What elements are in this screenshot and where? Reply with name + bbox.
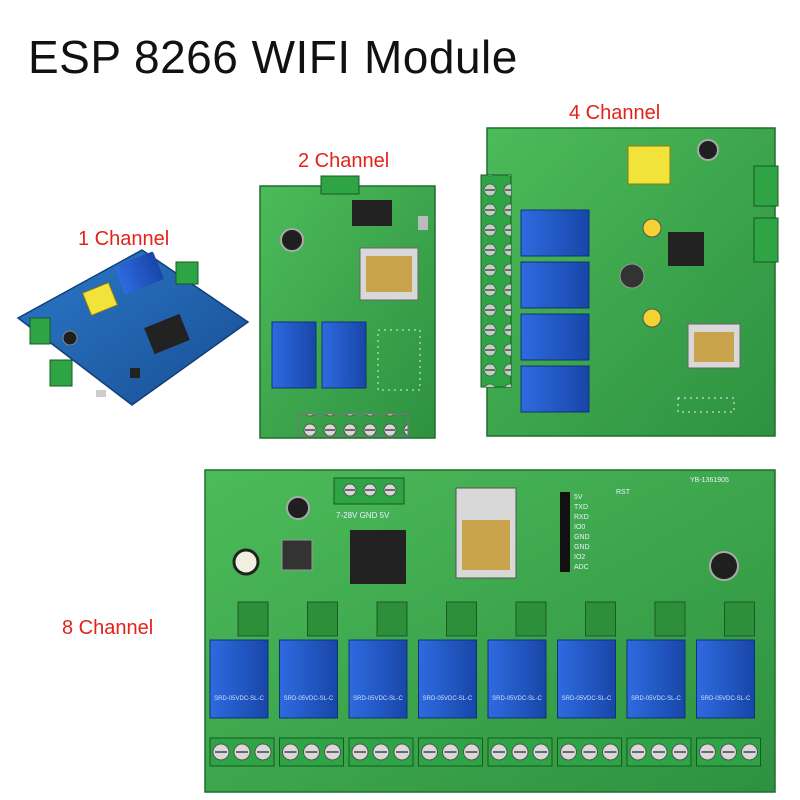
relay-driver bbox=[376, 601, 408, 637]
relay-driver bbox=[237, 601, 269, 637]
relay-model: SRD-05VDC-SL-C bbox=[214, 696, 264, 702]
relay-model: SRD-05VDC-SL-C bbox=[492, 696, 542, 702]
power-label: 7-28V GND 5V bbox=[336, 511, 390, 520]
relay-model: SRD-05VDC-SL-C bbox=[562, 696, 612, 702]
relay-driver bbox=[307, 601, 338, 637]
pin-label: 5V bbox=[574, 494, 583, 501]
relay-driver bbox=[515, 601, 547, 637]
relay-model: SRD-05VDC-SL-C bbox=[701, 696, 751, 702]
board-4-channel bbox=[480, 127, 779, 437]
relay bbox=[321, 321, 367, 389]
board-8-channel: 7-28V GND 5V YB-1361905 RST 5V TXD RXD IO0G… bbox=[204, 469, 776, 793]
label-2-channel: 2 Channel bbox=[298, 150, 390, 172]
relay bbox=[114, 251, 164, 295]
relay bbox=[557, 639, 616, 719]
terminal-block bbox=[320, 175, 360, 195]
relay bbox=[520, 313, 590, 361]
pin-label: RXD bbox=[574, 514, 589, 521]
relay bbox=[271, 321, 317, 389]
pin-label: IO0 bbox=[574, 524, 585, 531]
relay-model: SRD-05VDC-SL-C bbox=[631, 696, 681, 702]
relay bbox=[520, 365, 590, 413]
pin-label: GND bbox=[574, 534, 590, 541]
pin-label: TXD bbox=[574, 504, 588, 511]
relay-driver bbox=[654, 601, 686, 637]
terminal-block bbox=[49, 359, 73, 387]
relay-model: SRD-05VDC-SL-C bbox=[423, 696, 473, 702]
page-title: ESP 8266 WIFI Module bbox=[28, 31, 518, 83]
board-1-channel bbox=[16, 249, 250, 406]
pin-label: GND bbox=[574, 544, 590, 551]
relay-model: SRD-05VDC-SL-C bbox=[353, 696, 403, 702]
relay bbox=[520, 261, 590, 309]
relay bbox=[487, 639, 547, 719]
label-8-channel: 8 Channel bbox=[62, 617, 154, 639]
terminal-block bbox=[29, 317, 51, 345]
relay bbox=[626, 639, 686, 719]
relay bbox=[209, 639, 269, 719]
relay-model: SRD-05VDC-SL-C bbox=[284, 696, 334, 702]
terminal-block bbox=[175, 261, 199, 285]
relay-driver bbox=[724, 601, 755, 637]
rst-label: RST bbox=[616, 489, 631, 496]
relay bbox=[279, 639, 338, 719]
terminal-block bbox=[753, 165, 779, 207]
relay bbox=[418, 639, 477, 719]
esp-module bbox=[144, 313, 190, 355]
terminal-block bbox=[297, 413, 409, 437]
board-2-channel bbox=[259, 175, 436, 439]
relay-driver bbox=[446, 601, 477, 637]
relay bbox=[348, 639, 408, 719]
relay bbox=[520, 209, 590, 257]
relay-driver bbox=[585, 601, 616, 637]
relay bbox=[696, 639, 755, 719]
board-id: YB-1361905 bbox=[690, 477, 729, 484]
label-4-channel: 4 Channel bbox=[569, 102, 661, 124]
terminal-block bbox=[753, 217, 779, 263]
pin-label: ADC bbox=[574, 564, 589, 571]
label-1-channel: 1 Channel bbox=[78, 228, 170, 250]
pin-label: IO2 bbox=[574, 554, 585, 561]
